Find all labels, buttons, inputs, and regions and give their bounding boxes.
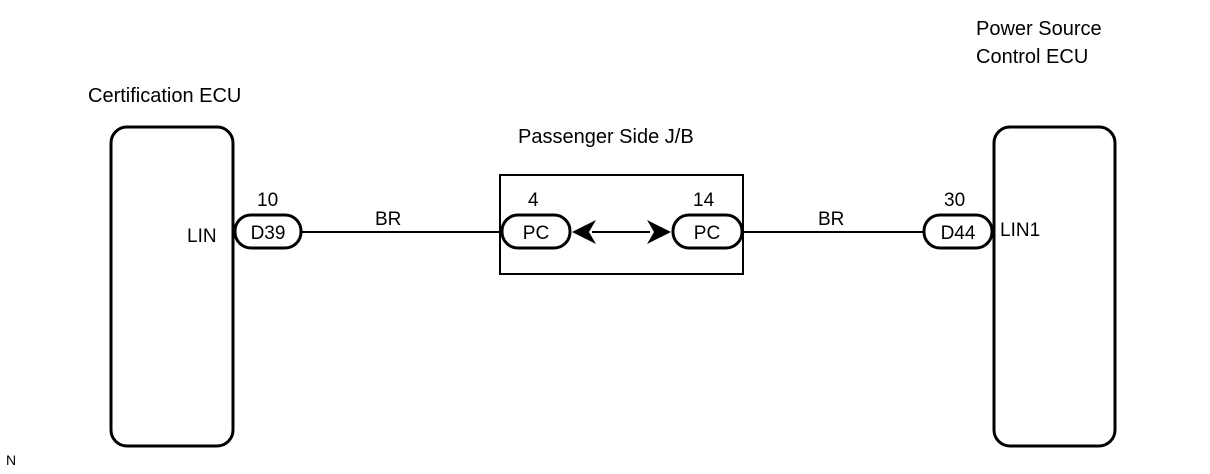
connector-d39-pin-number: 10 xyxy=(257,190,278,211)
connector-d44-shape xyxy=(922,213,994,250)
connector-d39-label: D39 xyxy=(251,223,286,244)
connector-d44-label: D44 xyxy=(941,223,976,244)
corner-mark: N xyxy=(6,452,16,468)
passenger-side-jb-title: Passenger Side J/B xyxy=(518,126,694,148)
jb-left-connector-label: PC xyxy=(523,223,549,244)
certification-ecu-title: Certification ECU xyxy=(88,85,241,107)
jb-left-arrowhead-icon xyxy=(572,220,596,244)
jb-left-pin-number: 4 xyxy=(528,190,539,211)
connector-d44-pin-number: 30 xyxy=(944,190,965,211)
certification-ecu: Certification ECU LIN xyxy=(88,85,241,448)
power-source-ecu-title-line1: Power Source xyxy=(976,18,1102,40)
jb-left-connector-shape xyxy=(500,213,572,250)
wire-left-color: BR xyxy=(375,209,401,230)
certification-ecu-box xyxy=(109,125,235,448)
power-source-ecu-box xyxy=(992,125,1117,448)
certification-ecu-pin-name: LIN xyxy=(187,226,217,247)
wire-right-color: BR xyxy=(818,209,844,230)
power-source-ecu-title-line2: Control ECU xyxy=(976,46,1088,68)
jb-right-connector-label: PC xyxy=(694,223,720,244)
jb-right-arrowhead-icon xyxy=(647,220,671,244)
connector-d39: 10 D39 xyxy=(233,190,303,250)
passenger-side-jb: Passenger Side J/B 4 PC 14 PC xyxy=(499,126,744,275)
power-source-control-ecu: Power Source Control ECU LIN1 xyxy=(976,18,1117,448)
connector-d44: 30 D44 xyxy=(922,190,994,250)
power-source-ecu-pin-name: LIN1 xyxy=(1000,220,1040,241)
jb-right-pin-number: 14 xyxy=(693,190,715,211)
